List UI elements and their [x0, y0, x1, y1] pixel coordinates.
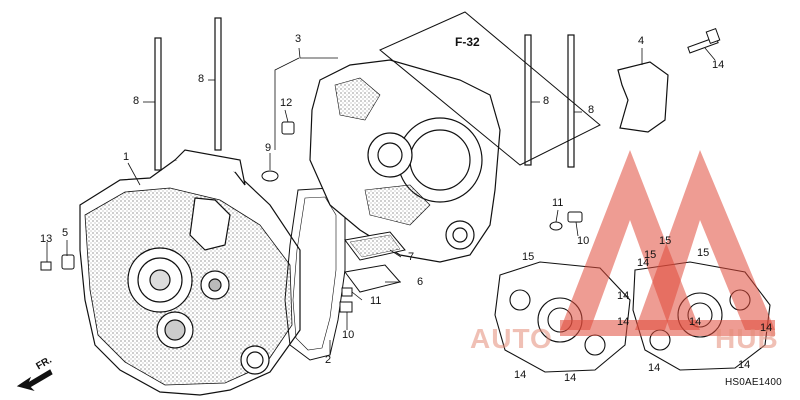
callout-8b: 8 — [198, 73, 205, 85]
reference-label: F-32 — [455, 35, 480, 49]
bracket — [617, 61, 669, 133]
callout-2: 2 — [325, 354, 332, 366]
leader-lines — [46, 47, 716, 355]
callout-13: 13 — [40, 233, 53, 245]
callout-14b: 14 — [617, 290, 630, 302]
callout-14i: 14 — [760, 322, 773, 334]
drain-plug — [40, 211, 583, 313]
dowel-pins — [261, 121, 295, 182]
front-arrow-icon — [16, 369, 53, 391]
callout-14e: 14 — [514, 369, 527, 381]
callout-12: 12 — [280, 97, 293, 109]
callout-14g: 14 — [648, 362, 661, 374]
callout-15c: 15 — [659, 235, 672, 247]
callout-5: 5 — [62, 227, 69, 239]
watermark-text-left: AUTO — [470, 323, 553, 354]
callout-14d: 14 — [689, 316, 702, 328]
callout-8a: 8 — [133, 95, 140, 107]
callout-6: 6 — [417, 276, 424, 288]
callout-14h: 14 — [738, 359, 751, 371]
diagram-code: HS0AE1400 — [725, 377, 782, 388]
callout-14a: 14 — [712, 59, 725, 71]
flange-bolt — [687, 28, 721, 54]
right-crankcase-half — [309, 59, 501, 263]
callout-10b: 10 — [577, 235, 590, 247]
left-crankcase-half — [79, 149, 301, 396]
callout-14c: 14 — [617, 316, 630, 328]
watermark-logo — [560, 150, 775, 336]
callout-15d: 15 — [697, 247, 710, 259]
callout-3: 3 — [295, 33, 302, 45]
callout-15a: 15 — [522, 251, 535, 263]
watermark-text-right: HUB — [715, 323, 779, 354]
callout-8d: 8 — [588, 104, 595, 116]
callout-4: 4 — [638, 35, 645, 47]
callout-10a: 10 — [342, 329, 355, 341]
callout-9: 9 — [265, 142, 272, 154]
callout-15b: 15 — [644, 249, 657, 261]
callout-8c: 8 — [543, 95, 550, 107]
callout-11a: 11 — [370, 295, 382, 307]
strainer-seal — [344, 264, 401, 293]
callout-7: 7 — [408, 251, 415, 263]
callout-11b: 11 — [552, 197, 564, 209]
callout-14f: 14 — [564, 372, 577, 384]
callout-14j: 14 — [637, 257, 650, 269]
oil-strainer-screen — [344, 231, 406, 261]
reference-box — [379, 11, 601, 166]
callout-1: 1 — [123, 151, 130, 163]
